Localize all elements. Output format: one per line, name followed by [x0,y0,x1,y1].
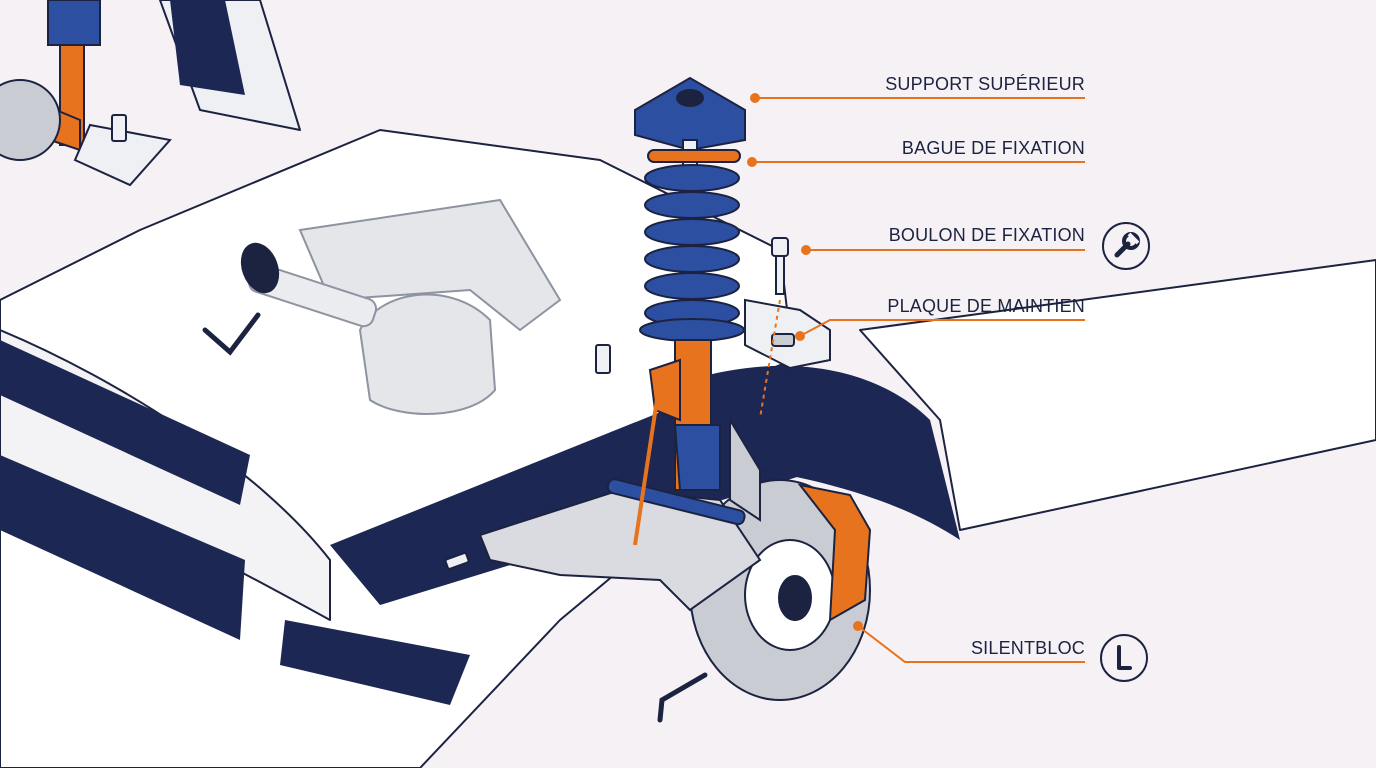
hex-key-icon [1100,634,1148,682]
axle-boot [240,242,280,294]
small-bolts [111,114,611,570]
left-strut [0,0,172,187]
assembly-guide [759,299,781,419]
wrench-icon [1102,222,1150,270]
label-plaque-maintien: PLAQUE DE MAINTIEN [887,296,1085,316]
label-silentbloc: SILENTBLOC [970,638,1085,658]
label-boulon-fixation: BOULON DE FIXATION [888,225,1085,245]
loose-bolt [771,237,789,295]
label-support-superieur: SUPPORT SUPÉRIEUR [885,74,1085,94]
holding-plate [744,298,831,370]
main-strut [633,76,746,546]
loose-hex-keys [202,312,708,723]
drivetrain-background [247,198,562,415]
callout-lines [752,97,1085,663]
label-bague-fixation: BAGUE DE FIXATION [901,138,1085,158]
callout-dots [747,93,863,631]
